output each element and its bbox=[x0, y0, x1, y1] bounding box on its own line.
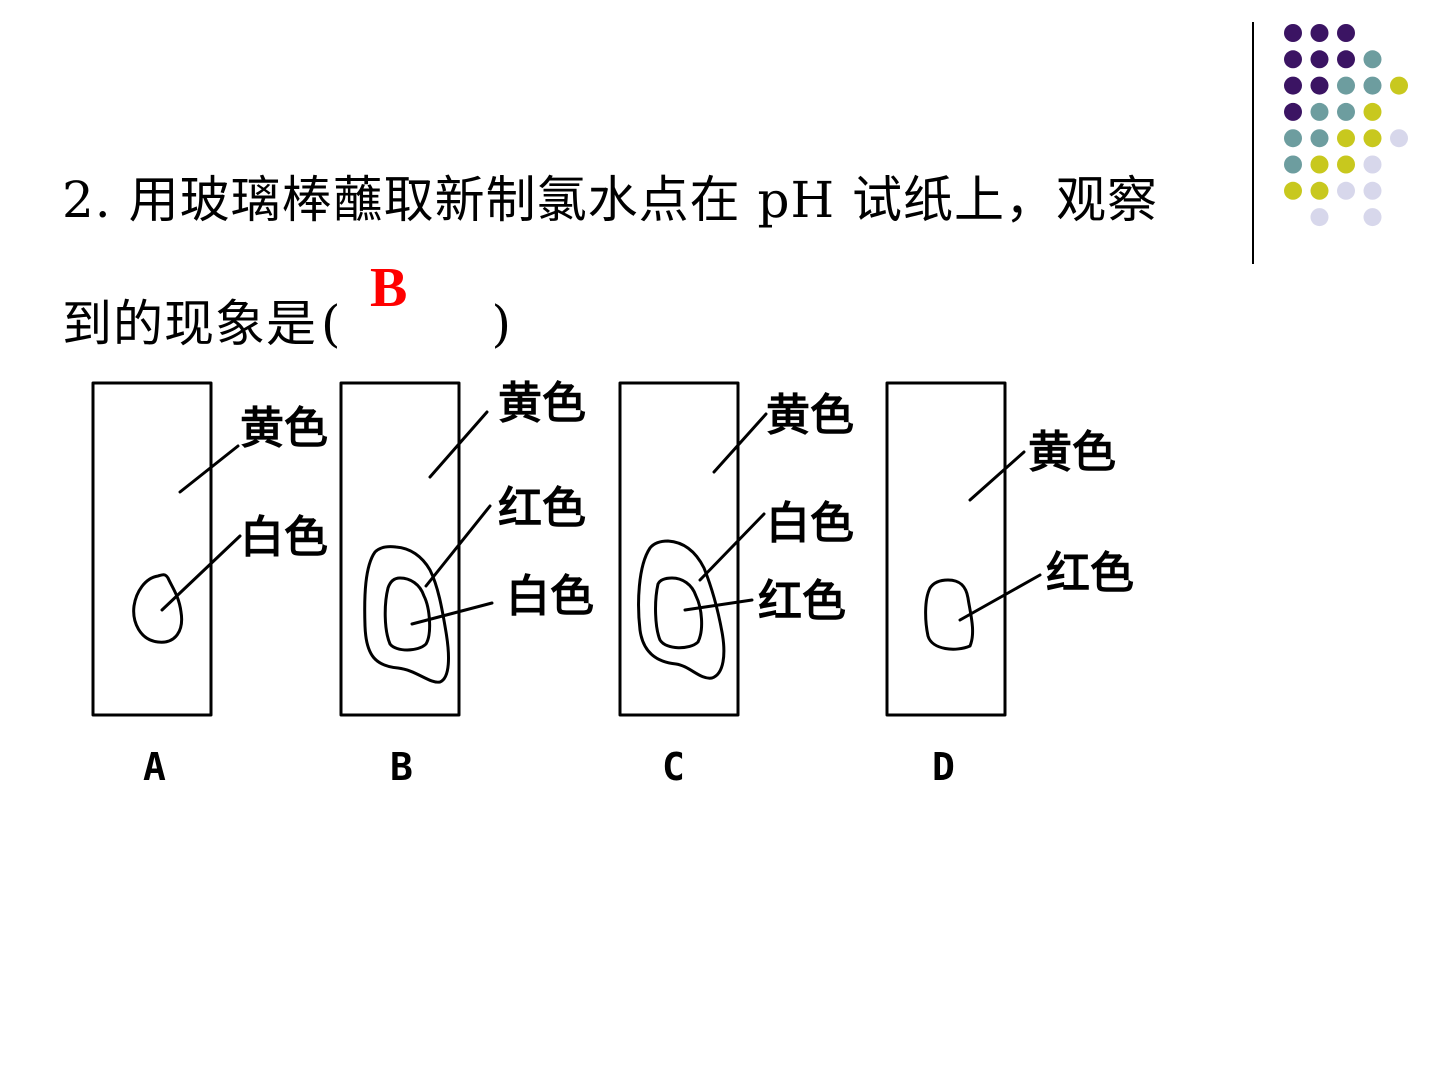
decorative-dot bbox=[1390, 129, 1408, 148]
decorative-dot bbox=[1310, 76, 1329, 95]
decorative-dot bbox=[1310, 102, 1329, 121]
option-c-caption: C bbox=[662, 745, 685, 789]
decorative-dot bbox=[1310, 50, 1329, 69]
paper-a-spot-label: 白色 bbox=[240, 512, 328, 563]
paper-c-center-label: 红色 bbox=[758, 576, 846, 627]
decorative-dot bbox=[1284, 76, 1302, 95]
decorative-dot bbox=[1337, 50, 1355, 69]
decorative-dot bbox=[1337, 76, 1355, 95]
decorative-dot bbox=[1363, 129, 1382, 148]
decorative-dot bbox=[1363, 50, 1382, 69]
paper-b-center bbox=[383, 576, 432, 652]
paper-d-outer-label: 黄色 bbox=[1028, 427, 1116, 478]
decorative-dot bbox=[1310, 129, 1329, 148]
decorative-dot bbox=[1310, 24, 1329, 42]
question-text: 2. 用玻璃棒蘸取新制氯水点在 pH 试纸上，观察 到的现象是() bbox=[62, 138, 1242, 386]
paper-c-leader-outer bbox=[712, 412, 768, 474]
decorative-dot bbox=[1337, 155, 1355, 174]
paper-d-spot-label: 红色 bbox=[1046, 548, 1134, 599]
paper-b-leader-ring bbox=[424, 504, 492, 588]
paper-c bbox=[618, 381, 740, 717]
decorative-dot bbox=[1284, 24, 1302, 42]
paper-a-spot bbox=[132, 573, 184, 644]
decorative-dot bbox=[1363, 76, 1382, 95]
paper-b-ring-label: 红色 bbox=[498, 483, 586, 534]
answer-mark: B bbox=[370, 257, 408, 319]
paper-c-leader-center bbox=[683, 598, 754, 612]
paper-b-center-label: 白色 bbox=[506, 571, 594, 622]
paper-b-leader-center bbox=[410, 601, 494, 626]
answer-paren-close: ) bbox=[491, 295, 513, 353]
decorative-dot bbox=[1310, 208, 1329, 227]
question-line-2-prefix: 到的现象是 bbox=[62, 295, 317, 353]
option-a-caption: A bbox=[143, 745, 166, 789]
decorative-dot bbox=[1390, 76, 1408, 95]
paper-d-leader-spot bbox=[958, 573, 1042, 622]
option-d-caption: D bbox=[932, 745, 955, 789]
paper-c-leader-ring bbox=[698, 512, 766, 582]
decorative-dot bbox=[1284, 129, 1302, 148]
paper-c-ring bbox=[637, 539, 726, 680]
decorative-dot bbox=[1310, 155, 1329, 174]
decorative-dot bbox=[1284, 50, 1302, 69]
decorative-dot bbox=[1337, 129, 1355, 148]
paper-d-spot bbox=[924, 578, 975, 651]
paper-c-outer-label: 黄色 bbox=[766, 390, 854, 441]
paper-d-leader-outer bbox=[968, 450, 1026, 502]
paper-a-leader-outer bbox=[178, 444, 240, 494]
paper-c-center bbox=[654, 576, 704, 650]
paper-a-leader-spot bbox=[160, 534, 242, 612]
paper-d bbox=[885, 381, 1007, 717]
paper-c-ring-label: 白色 bbox=[766, 498, 854, 549]
decorative-dot bbox=[1363, 181, 1382, 200]
paper-b-leader-outer bbox=[428, 410, 489, 479]
decorative-vertical-rule bbox=[1252, 22, 1254, 264]
paper-b-outer-label: 黄色 bbox=[498, 378, 586, 429]
option-b-caption: B bbox=[390, 745, 413, 789]
decorative-dot bbox=[1284, 102, 1302, 121]
decorative-dot bbox=[1337, 181, 1355, 200]
answer-paren-open: ( bbox=[321, 295, 342, 353]
decorative-dot bbox=[1284, 155, 1302, 174]
decorative-dot bbox=[1363, 155, 1382, 174]
decorative-dot bbox=[1363, 208, 1382, 227]
decorative-dot bbox=[1310, 181, 1329, 200]
question-line-2: 到的现象是() bbox=[62, 262, 1242, 386]
paper-a bbox=[91, 381, 213, 717]
decorative-dot bbox=[1284, 181, 1302, 200]
paper-b-ring bbox=[363, 545, 450, 684]
decorative-dot bbox=[1363, 102, 1382, 121]
decorative-dot bbox=[1337, 102, 1355, 121]
paper-a-outer-label: 黄色 bbox=[240, 403, 328, 454]
paper-b bbox=[339, 381, 461, 717]
decorative-dot bbox=[1337, 24, 1355, 42]
question-line-1: 2. 用玻璃棒蘸取新制氯水点在 pH 试纸上，观察 bbox=[62, 171, 1158, 229]
